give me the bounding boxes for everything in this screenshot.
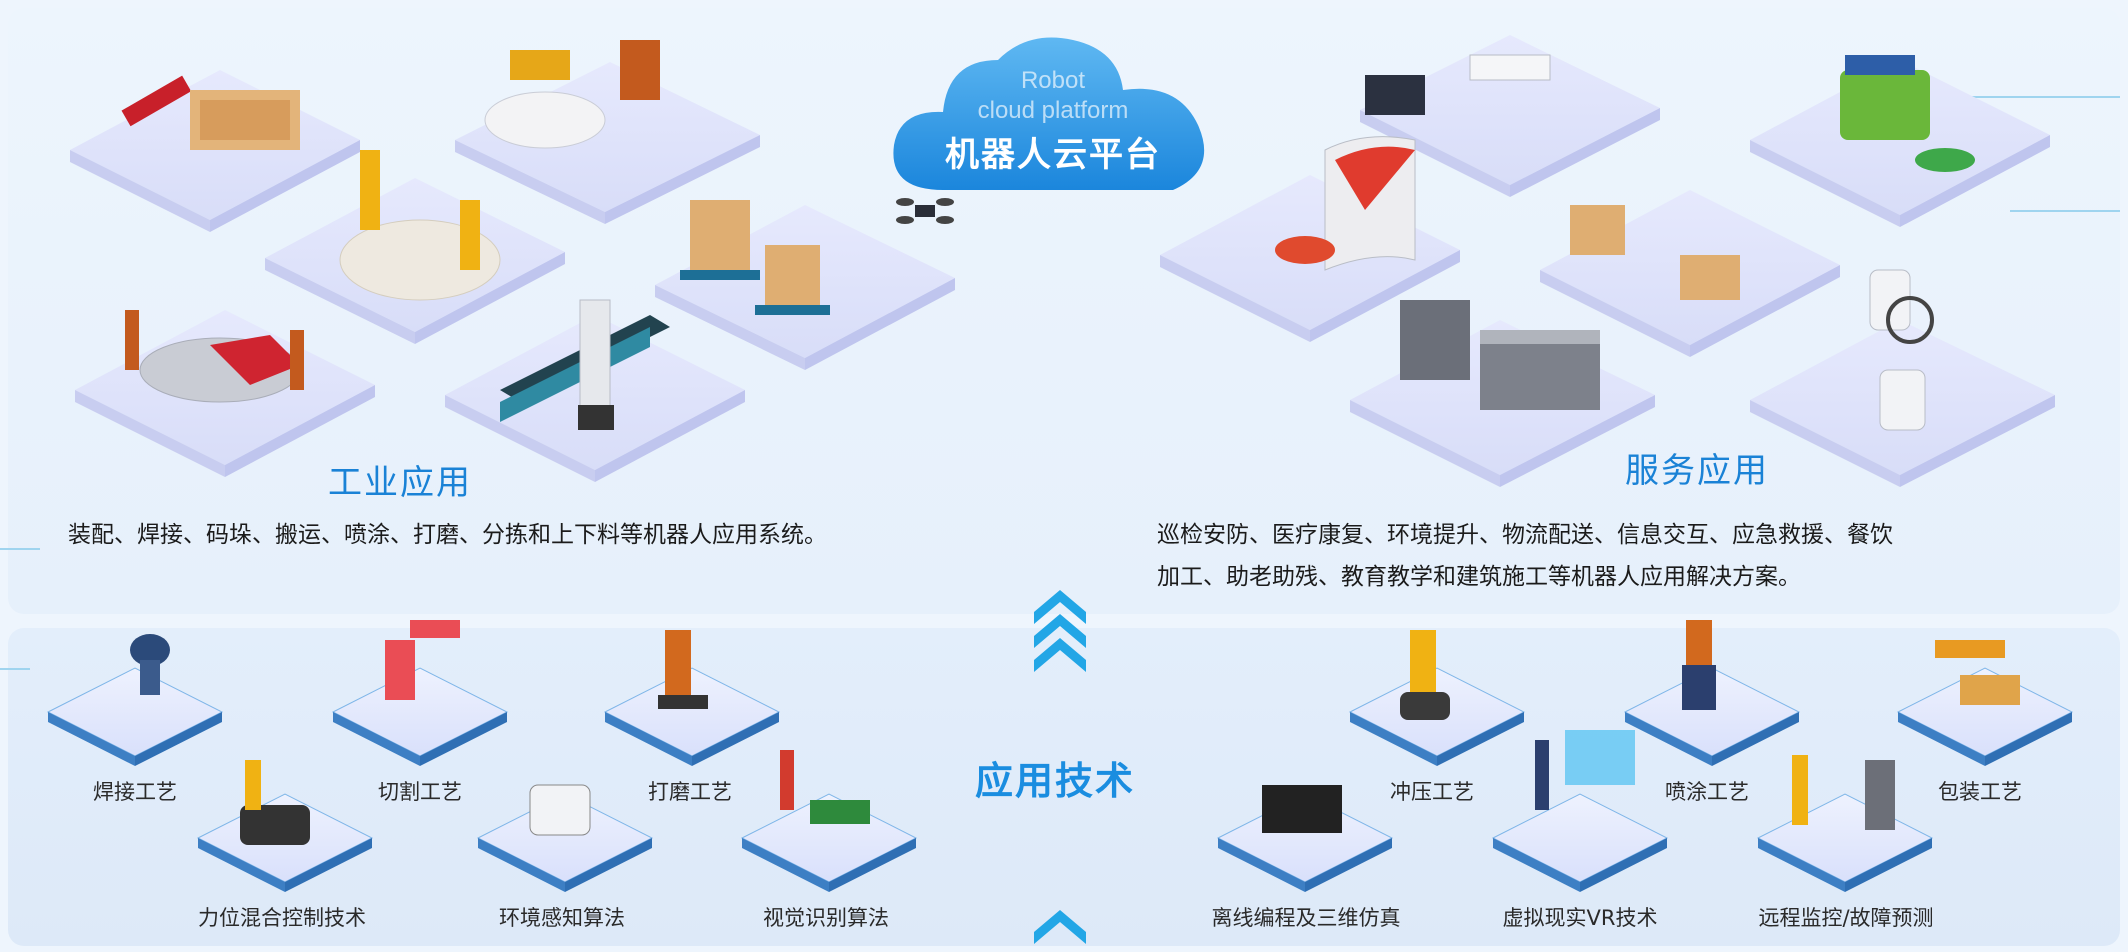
industrial-title: 工业应用 (328, 463, 472, 503)
technology-title: 应用技术 (975, 759, 1136, 803)
tile-assembly (70, 70, 360, 232)
platform-offline-programming (1216, 785, 1394, 892)
chevron-up-icon (1034, 590, 1086, 672)
tech-label-vision: 视觉识别算法 (763, 906, 889, 930)
tile-car-gripper (455, 40, 760, 224)
circuit-line (1960, 96, 2120, 98)
cloud-subtitle-line1: Robot (1020, 67, 1086, 94)
tile-kitchen (1350, 300, 1655, 487)
platform-cutting (331, 620, 509, 766)
platform-environment (476, 784, 654, 892)
tile-reception (1160, 136, 1460, 342)
tile-painting-car (75, 310, 375, 477)
tech-label-grinding: 打磨工艺 (648, 780, 732, 804)
tile-street-sweeper (1750, 55, 2050, 227)
platform-remote-monitoring (1756, 755, 1934, 892)
tech-label-packaging: 包装工艺 (1938, 780, 2022, 804)
tech-label-cutting: 切割工艺 (378, 780, 462, 804)
platform-vision (740, 750, 918, 892)
cloud-subtitle: Robot cloud platform (888, 66, 1218, 126)
tile-conveyor (445, 299, 745, 482)
platform-spraying (1623, 620, 1801, 766)
platform-grinding (603, 630, 781, 766)
tile-delivery-boxes (1540, 190, 1840, 357)
technology-panel (8, 628, 2120, 946)
service-title: 服务应用 (1625, 451, 1769, 491)
tile-logistics-carts (655, 200, 955, 370)
platform-packaging (1896, 640, 2074, 766)
circuit-line (0, 668, 30, 670)
cloud-title: 机器人云平台 (945, 135, 1161, 175)
tech-label-vr: 虚拟现实VR技术 (1502, 906, 1658, 930)
cloud-subtitle-line2: cloud platform (977, 97, 1129, 124)
tech-label-spraying: 喷涂工艺 (1665, 780, 1749, 804)
tech-label-stamping: 冲压工艺 (1390, 780, 1474, 804)
industrial-description: 装配、焊接、码垛、搬运、喷涂、打磨、分拣和上下料等机器人应用系统。 (68, 522, 827, 548)
tech-label-welding: 焊接工艺 (93, 780, 177, 804)
service-description-line1: 巡检安防、医疗康复、环境提升、物流配送、信息交互、应急救援、餐饮 (1157, 522, 1893, 548)
circuit-line (2010, 210, 2120, 212)
tech-label-environment: 环境感知算法 (499, 906, 625, 930)
cloud-icon (893, 37, 1205, 190)
tile-welding (265, 150, 565, 344)
tech-label-force-control: 力位混合控制技术 (198, 906, 366, 930)
platform-force-control (196, 760, 374, 892)
platform-stamping (1348, 630, 1526, 766)
service-description: 巡检安防、医疗康复、环境提升、物流配送、信息交互、应急救援、餐饮 加工、助老助残… (1157, 514, 1893, 598)
circuit-line (0, 548, 40, 550)
industrial-tiles (70, 40, 955, 482)
chevron-up-icon (1034, 910, 1086, 944)
tile-wheelchair (1750, 269, 2055, 487)
platform-welding (46, 634, 224, 766)
tech-label-offline-programming: 离线编程及三维仿真 (1211, 906, 1401, 930)
tech-label-remote-monitoring: 远程监控/故障预测 (1758, 906, 1934, 930)
service-tiles (1160, 35, 2055, 487)
tile-hospital (1360, 35, 1660, 197)
technology-platforms (46, 620, 2074, 892)
drone-icon (896, 198, 954, 224)
service-description-line2: 加工、助老助残、教育教学和建筑施工等机器人应用解决方案。 (1157, 564, 1801, 590)
platform-vr (1491, 730, 1669, 892)
